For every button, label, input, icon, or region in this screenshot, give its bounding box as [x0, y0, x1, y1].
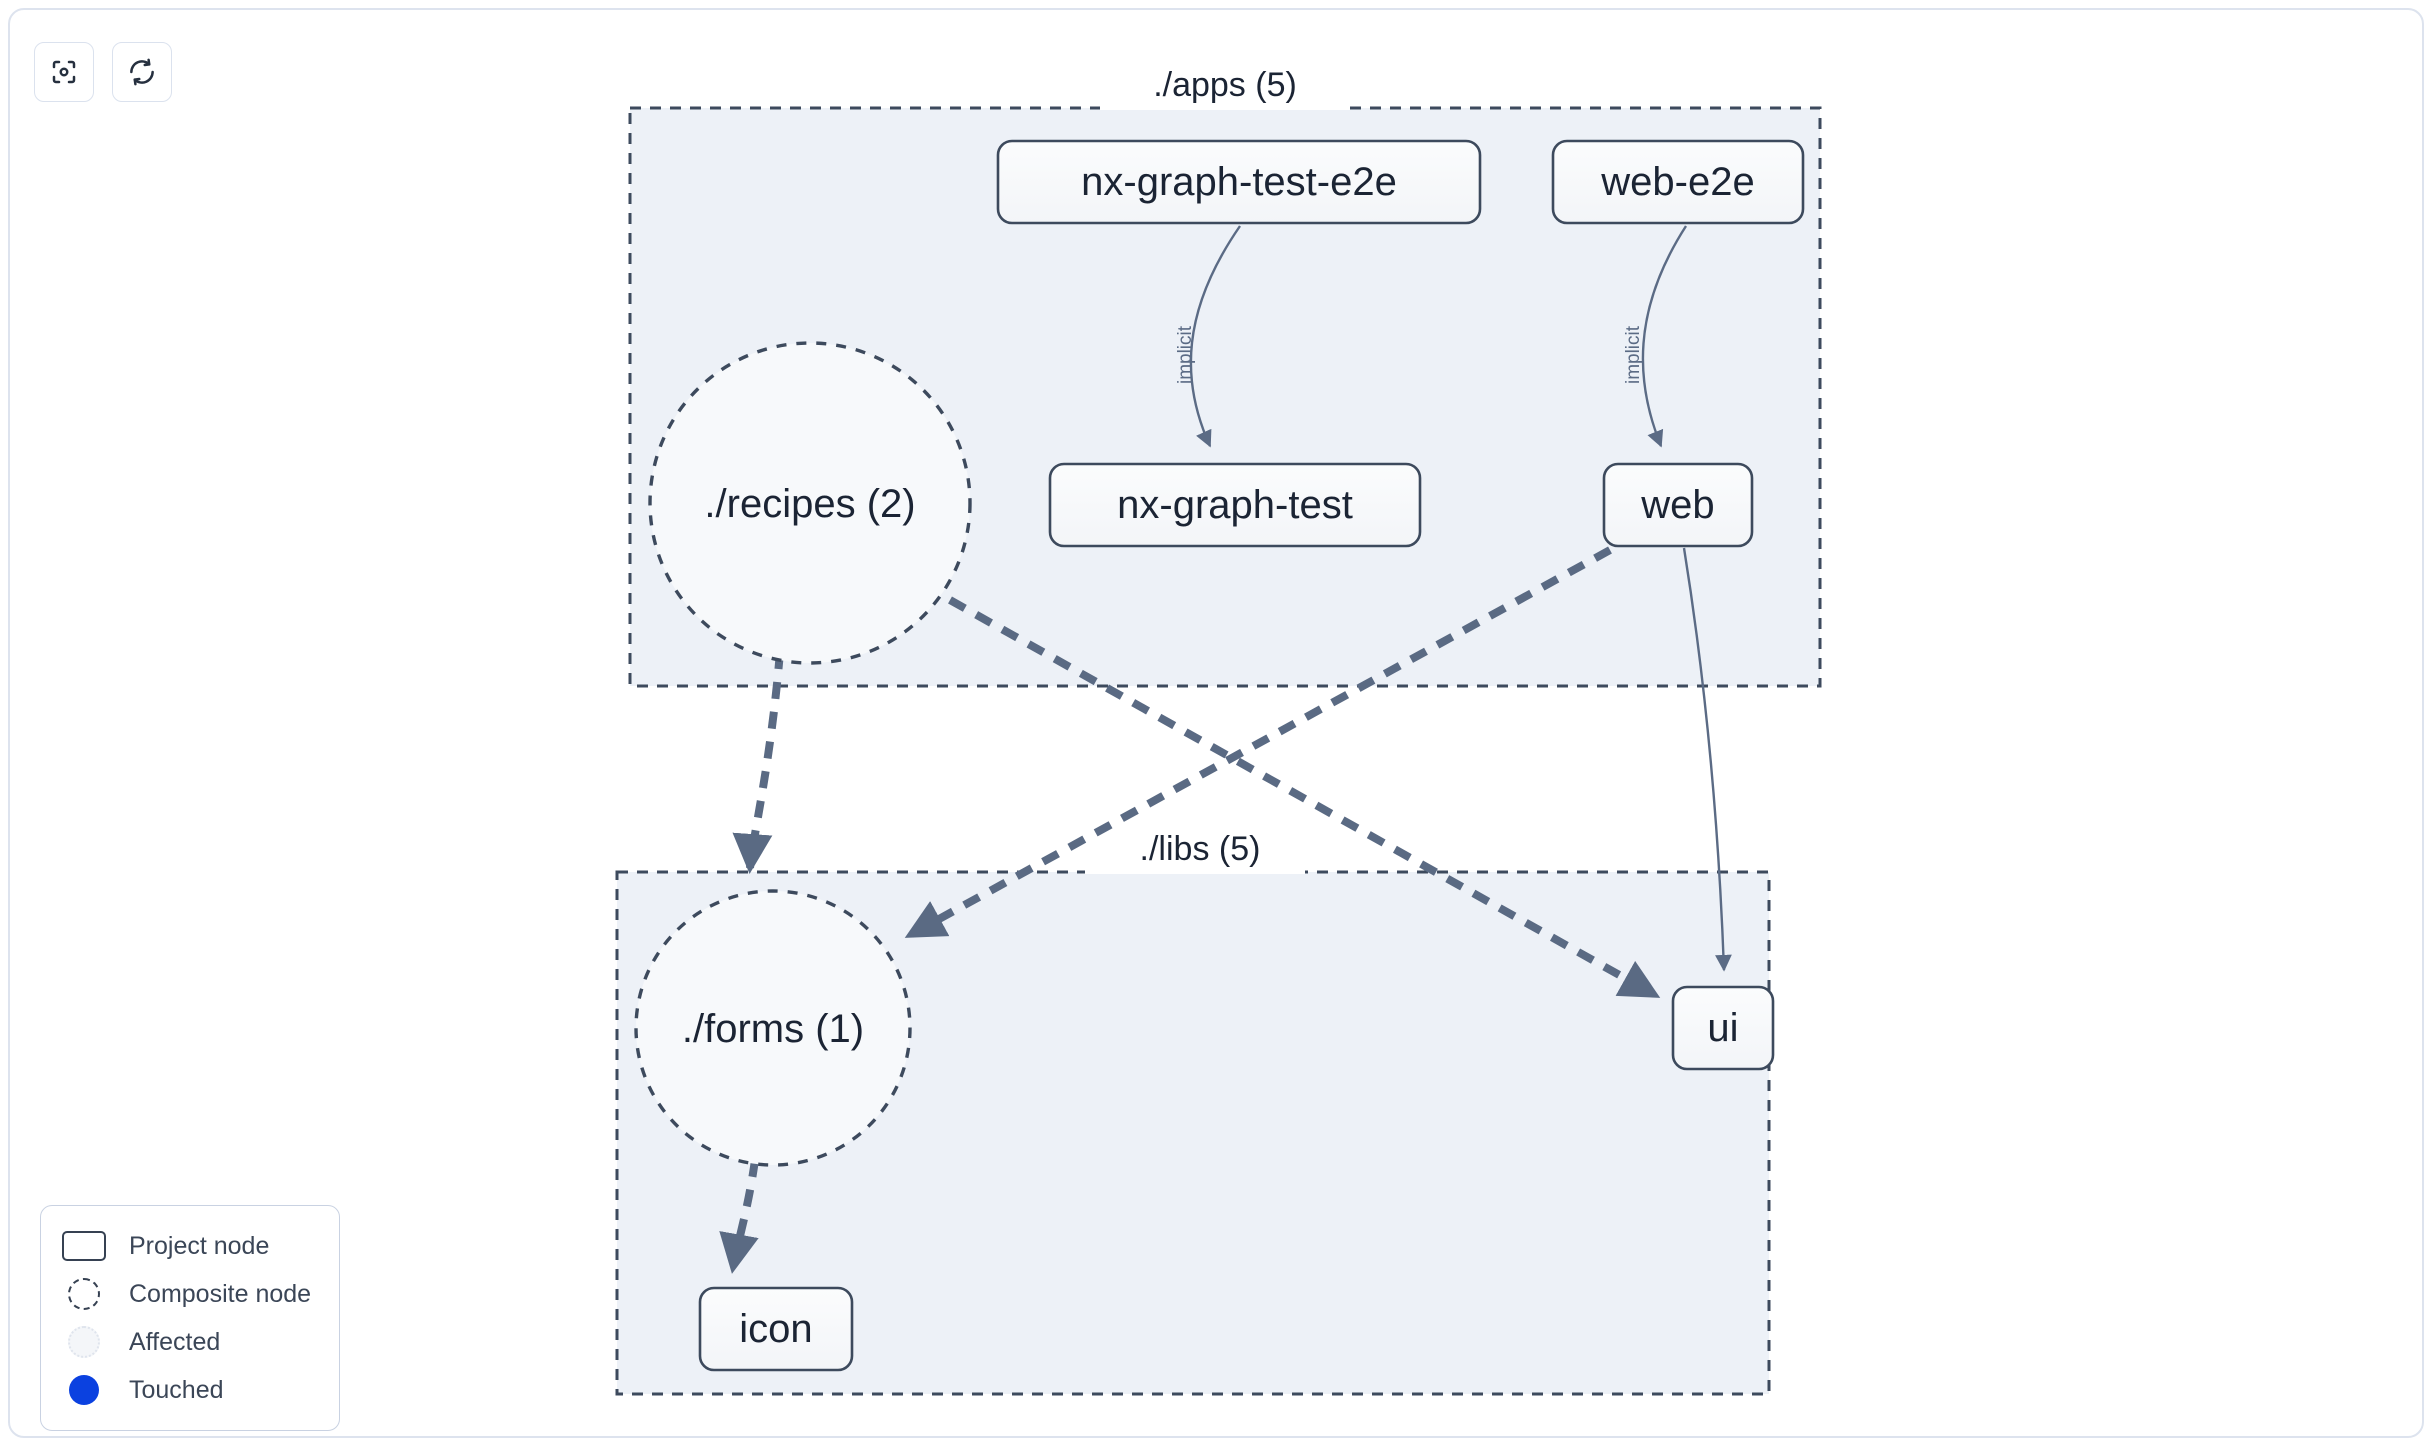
legend-label: Composite node [129, 1279, 312, 1308]
legend-item-affected: Affected [61, 1318, 321, 1366]
edge-path [732, 651, 784, 874]
node-label: web [1640, 483, 1714, 527]
group-apps-label: ./apps (5) [1153, 66, 1297, 104]
node-forms[interactable]: ./forms (1) [634, 889, 912, 1167]
affected-icon [61, 1325, 107, 1359]
node-label: ./forms (1) [682, 1007, 864, 1051]
edge-forms-to-icon[interactable] [719, 1159, 759, 1274]
node-label: nx-graph-test-e2e [1081, 160, 1397, 204]
legend-label: Touched [129, 1375, 224, 1404]
legend-item-touched: Touched [61, 1366, 321, 1414]
edge-path [1189, 225, 1241, 448]
node-label: ui [1707, 1006, 1738, 1050]
edge-web-e2e-to-web[interactable]: implicit [1623, 225, 1688, 448]
edge-path [948, 596, 1661, 999]
edge-recipes-to-ui[interactable] [948, 596, 1661, 999]
node-label: ./recipes (2) [704, 482, 915, 526]
edge-path [904, 546, 1612, 939]
node-box[interactable] [1551, 139, 1805, 225]
legend-label: Project node [129, 1231, 270, 1260]
node-ui[interactable]: ui [1671, 985, 1775, 1071]
edge-web-to-ui[interactable] [1682, 547, 1732, 972]
node-box[interactable] [1671, 985, 1775, 1071]
legend-item-project-node: Project node [61, 1222, 321, 1270]
node-nx-graph-test[interactable]: nx-graph-test [1048, 462, 1422, 548]
edge-label-implicit-2: implicit [1623, 325, 1644, 384]
node-box[interactable] [698, 1286, 854, 1372]
edge-nx-graph-test-e2e-to-nx-graph-test[interactable]: implicit [1175, 225, 1241, 448]
node-box[interactable] [1048, 462, 1422, 548]
refresh-icon [127, 57, 157, 87]
edge-label-implicit-1: implicit [1175, 325, 1196, 384]
node-recipes[interactable]: ./recipes (2) [648, 341, 972, 665]
node-box[interactable] [996, 139, 1482, 225]
legend-item-composite-node: Composite node [61, 1270, 321, 1318]
graph-panel: ./apps (5) ./libs (5) implicit implicit [8, 8, 2424, 1438]
graph-toolbar [34, 42, 172, 102]
project-node-icon [61, 1229, 107, 1263]
edge-recipes-to-forms[interactable] [732, 651, 784, 874]
composite-node-circle[interactable] [648, 341, 972, 665]
legend-label: Affected [129, 1327, 221, 1356]
node-label: web-e2e [1600, 160, 1754, 204]
node-label: nx-graph-test [1117, 483, 1353, 527]
dependency-graph[interactable]: ./apps (5) ./libs (5) implicit implicit [10, 10, 2424, 1438]
composite-node-circle[interactable] [634, 889, 912, 1167]
edge-path [1641, 225, 1688, 448]
touched-icon [61, 1373, 107, 1407]
edge-web-to-forms[interactable] [904, 546, 1612, 939]
node-box[interactable] [1602, 462, 1754, 548]
group-libs-label: ./libs (5) [1140, 830, 1261, 868]
edge-path [719, 1159, 759, 1274]
node-nx-graph-test-e2e[interactable]: nx-graph-test-e2e [996, 139, 1482, 225]
focus-graph-button[interactable] [34, 42, 94, 102]
node-icon[interactable]: icon [698, 1286, 854, 1372]
focus-target-icon [49, 57, 79, 87]
group-apps-label-bg [1100, 54, 1350, 110]
composite-node-icon [61, 1277, 107, 1311]
refresh-graph-button[interactable] [112, 42, 172, 102]
group-libs-label-bg [1085, 818, 1305, 874]
node-web[interactable]: web [1602, 462, 1754, 548]
node-label: icon [739, 1307, 812, 1351]
node-web-e2e[interactable]: web-e2e [1551, 139, 1805, 225]
graph-legend: Project node Composite node Affected Tou… [40, 1205, 340, 1431]
edge-path [1682, 547, 1732, 972]
